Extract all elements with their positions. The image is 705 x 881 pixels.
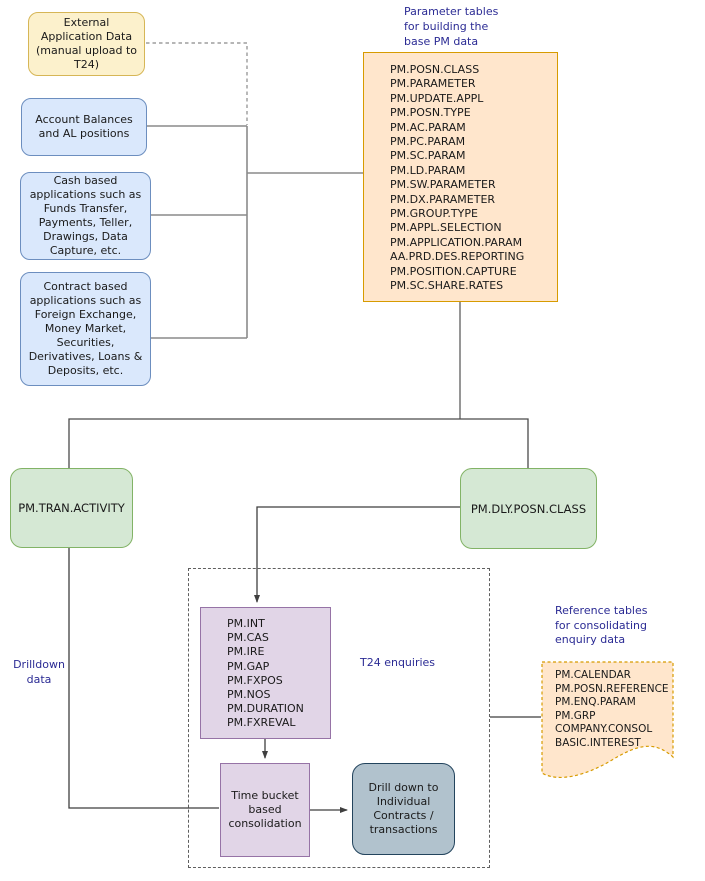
reference-tables-list: PM.CALENDAR PM.POSN.REFERENCE PM.ENQ.PAR… (555, 669, 669, 749)
cash-applications-box: Cash based applications such as Funds Tr… (20, 172, 151, 260)
parameter-tables-box: PM.POSN.CLASS PM.PARAMETER PM.UPDATE.APP… (363, 52, 558, 302)
parameter-tables-label: Parameter tables for building the base P… (404, 5, 499, 48)
reference-tables-label: Reference tables for consolidating enqui… (555, 604, 648, 646)
time-bucket-box: Time bucket based consolidation (220, 763, 310, 857)
enquiry-list-box: PM.INT PM.CAS PM.IRE PM.GAP PM.FXPOS PM.… (200, 607, 331, 739)
pm-tran-activity-box: PM.TRAN.ACTIVITY (10, 468, 133, 548)
drilldown-data-label: Drilldown data (13, 658, 65, 686)
external-application-data-box: External Application Data (manual upload… (28, 12, 145, 76)
contract-applications-box: Contract based applications such as Fore… (20, 272, 151, 386)
drill-down-box: Drill down to Individual Contracts / tra… (352, 763, 455, 855)
account-balances-box: Account Balances and AL positions (21, 98, 147, 156)
t24-enquiries-label: T24 enquiries (360, 656, 436, 669)
enquiry-container (188, 568, 490, 868)
pm-dly-posn-class-box: PM.DLY.POSN.CLASS (460, 468, 597, 549)
external-dashed-connector (146, 42, 248, 125)
reference-tables-document (541, 661, 674, 779)
